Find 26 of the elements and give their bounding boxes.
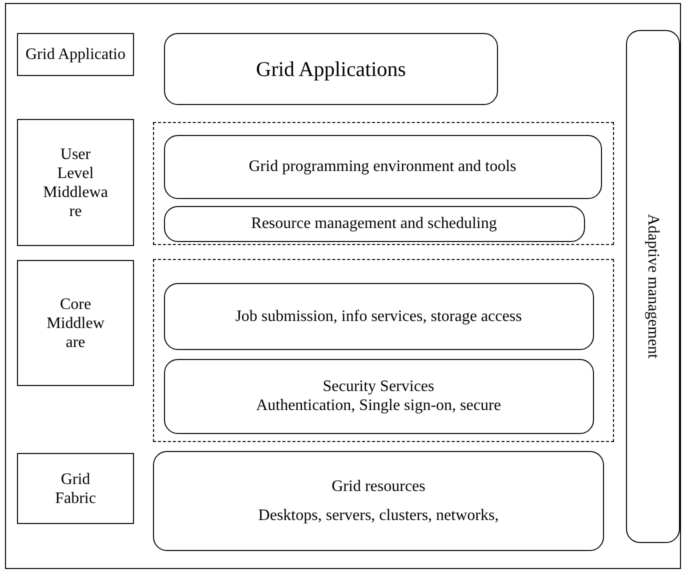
side-bar-box (626, 30, 680, 543)
layer-label-box (17, 453, 134, 524)
layer-label-box (17, 260, 134, 386)
layer-box (164, 134, 602, 198)
layer-box (164, 358, 594, 434)
layer-box (153, 451, 604, 551)
dashed-group-box (153, 122, 614, 245)
side-bar-label: Adaptive management (644, 214, 662, 359)
dashed-group-box (153, 259, 614, 442)
layer-box (164, 282, 594, 350)
layer-text: Resource management and scheduling (251, 214, 497, 233)
layer-label: Core Middlew are (46, 294, 104, 352)
layer-label-box (17, 119, 134, 246)
layer-label: Grid Fabric (54, 470, 97, 508)
layer-text: Grid programming environment and tools (248, 157, 516, 176)
layer-text: Job submission, info services, storage access (235, 306, 522, 326)
layer-label: Grid Applicatio (26, 45, 126, 64)
layer-box (164, 206, 584, 242)
layer-text: Grid resources (332, 477, 426, 496)
layer-detail-text: Desktops, servers, clusters, networks, (258, 506, 499, 525)
layer-label: User Level Middlewa re (43, 144, 108, 220)
layer-detail-text: Authentication, Single sign-on, secure (256, 396, 501, 415)
layer-title: Grid Applications (256, 57, 406, 81)
layer-box (164, 33, 498, 105)
layer-label-box (17, 33, 134, 76)
layer-text: Security Services (322, 377, 434, 396)
